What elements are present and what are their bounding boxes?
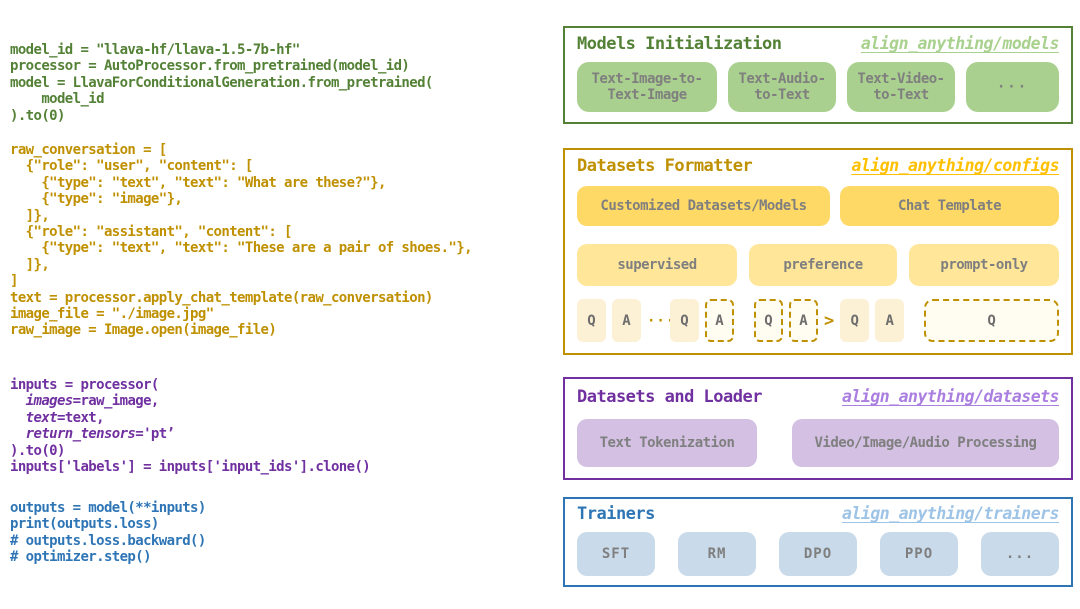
- qa-box-q: Q: [577, 299, 606, 342]
- code-line: text=text,: [10, 409, 105, 426]
- qa-box-q: Q: [840, 299, 870, 342]
- code-keyword: text: [10, 409, 58, 426]
- formatter-box-title: Datasets Formatter: [577, 156, 753, 176]
- pill-more-models-ellipsis: ···: [966, 62, 1059, 112]
- models-repo-link[interactable]: align_anything/models: [860, 34, 1060, 53]
- code-outputs: outputs = model(**inputs) print(outputs.…: [10, 500, 206, 566]
- pill-text-tokenization: Text Tokenization: [577, 419, 757, 467]
- pill-preference: preference: [749, 244, 897, 286]
- pill-supervised: supervised: [577, 244, 737, 286]
- models-pill-row: Text-Image-to- Text-Image Text-Audio- to…: [577, 62, 1059, 112]
- pill-rm: RM: [678, 532, 756, 576]
- greater-than-icon: >: [824, 310, 835, 331]
- pill-text-image-to-text-image: Text-Image-to- Text-Image: [577, 62, 717, 112]
- pill-prompt-only: prompt-only: [909, 244, 1059, 286]
- qa-box-q-dashed: Q: [754, 299, 783, 342]
- qa-box-a-dashed: A: [705, 299, 734, 342]
- code-keyword: images: [10, 393, 74, 410]
- code-line: inputs = processor(: [10, 377, 159, 393]
- box-header: Models Initialization align_anything/mod…: [577, 34, 1060, 54]
- trainers-box: Trainers align_anything/trainers SFT RM …: [563, 497, 1073, 587]
- pill-video-image-audio-processing: Video/Image/Audio Processing: [792, 419, 1059, 467]
- code-line: images=raw_image,: [10, 393, 160, 410]
- pill-customized-datasets-models: Customized Datasets/Models: [577, 186, 830, 226]
- qa-box-a: A: [612, 299, 641, 342]
- qa-box-q-wide-dashed: Q: [924, 299, 1059, 342]
- datasets-and-loader-box: Datasets and Loader align_anything/datas…: [563, 377, 1073, 480]
- box-header: Datasets and Loader align_anything/datas…: [577, 387, 1059, 407]
- box-header: Trainers align_anything/trainers: [577, 504, 1059, 524]
- formatter-row-2: supervised preference prompt-only: [577, 244, 1059, 286]
- pill-more-trainers-ellipsis: ...: [981, 532, 1059, 576]
- trainers-box-title: Trainers: [577, 504, 655, 524]
- box-header: Datasets Formatter align_anything/config…: [577, 156, 1059, 176]
- loader-box-title: Datasets and Loader: [577, 387, 762, 407]
- models-box-title: Models Initialization: [577, 34, 782, 54]
- ellipsis-dots: ···: [647, 312, 676, 329]
- code-inputs: inputs = processor( images=raw_image, te…: [10, 377, 371, 476]
- code-line: inputs['labels'] = inputs['input_ids'].c…: [10, 459, 371, 476]
- pill-ppo: PPO: [880, 532, 958, 576]
- loader-pill-row: Text Tokenization Video/Image/Audio Proc…: [577, 419, 1059, 467]
- qa-box-a: A: [875, 299, 905, 342]
- qa-box-a-dashed: A: [789, 299, 818, 342]
- datasets-repo-link[interactable]: align_anything/datasets: [842, 387, 1059, 406]
- formatter-row-1: Customized Datasets/Models Chat Template: [577, 186, 1059, 226]
- pill-text-video-to-text: Text-Video- to-Text: [847, 62, 955, 112]
- code-line: ).to(0): [10, 442, 65, 459]
- pill-chat-template: Chat Template: [840, 186, 1059, 226]
- models-initialization-box: Models Initialization align_anything/mod…: [563, 26, 1073, 124]
- pill-sft: SFT: [577, 532, 655, 576]
- pill-text-audio-to-text: Text-Audio- to-Text: [728, 62, 836, 112]
- code-conversation: raw_conversation = [ {"role": "user", "c…: [10, 142, 473, 339]
- datasets-formatter-box: Datasets Formatter align_anything/config…: [563, 148, 1073, 355]
- code-line: return_tensors='pt’: [10, 426, 175, 443]
- code-models-init: model_id = "llava-hf/llava-1.5-7b-hf" pr…: [10, 42, 433, 124]
- trainers-pill-row: SFT RM DPO PPO ...: [577, 532, 1059, 576]
- pill-dpo: DPO: [779, 532, 857, 576]
- qa-pattern-row: Q A ··· Q A Q A > Q A Q: [577, 299, 1059, 342]
- trainers-repo-link[interactable]: align_anything/trainers: [842, 504, 1059, 523]
- qa-box-q: Q: [670, 299, 699, 342]
- code-keyword: return_tensors: [10, 426, 136, 443]
- configs-repo-link[interactable]: align_anything/configs: [851, 156, 1059, 175]
